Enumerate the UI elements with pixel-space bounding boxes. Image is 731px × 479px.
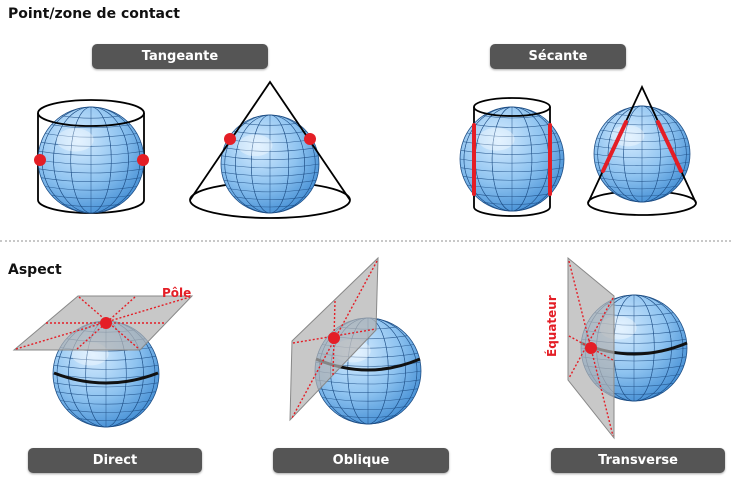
label-secante: Sécante [490,44,626,69]
tangent-cylinder-diagram [34,99,149,214]
transverse-aspect-diagram: Équateur [544,256,688,440]
tangent-cone-diagram [189,80,351,219]
contact-point-left [34,154,46,166]
secant-cone-diagram [587,84,697,216]
contact-point-right [137,154,149,166]
oblique-aspect-diagram [289,256,422,425]
section-title-aspect: Aspect [8,262,62,278]
section-title-contact: Point/zone de contact [8,6,180,22]
contact-point [585,342,597,354]
label-direct: Direct [28,448,202,473]
secant-line-right [656,120,683,173]
contact-point-right [304,133,316,145]
label-transverse: Transverse [551,448,725,473]
secant-line-left [601,120,628,173]
equator-label: Équateur [544,295,559,357]
pole-point [100,317,112,329]
secant-cylinder-diagram [459,97,565,217]
section-divider [0,240,731,242]
globe-secant-cone [593,105,691,203]
pole-label: Pôle [162,286,191,300]
globe-secant-cylinder [459,106,565,212]
label-oblique: Oblique [273,448,449,473]
label-tangeante: Tangeante [92,44,268,69]
direct-aspect-diagram: Pôle [12,286,194,428]
contact-point [328,332,340,344]
equator-line [53,371,159,385]
globe-tangent-cone [220,114,320,214]
contact-point-left [224,133,236,145]
